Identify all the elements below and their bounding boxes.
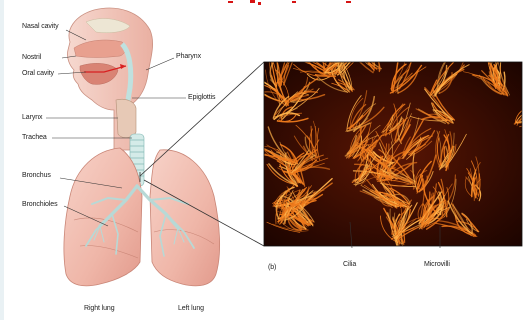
label-pharynx: Pharynx [176, 53, 201, 61]
left-lung [150, 150, 220, 286]
cilia-micrograph [250, 28, 526, 247]
head-cross-section [67, 8, 152, 150]
label-bronchus: Bronchus [22, 172, 51, 180]
label-left-lung: Left lung [178, 305, 204, 313]
right-lung [64, 148, 142, 286]
cropped-heading-fragment [228, 0, 356, 6]
label-microvilli: Microvilli [424, 261, 450, 269]
label-right-lung: Right lung [84, 305, 115, 313]
label-nostril: Nostril [22, 54, 41, 62]
label-epiglottis: Epiglottis [188, 94, 215, 102]
label-larynx: Larynx [22, 114, 42, 122]
label-nasal-cavity: Nasal cavity [22, 23, 59, 31]
label-oral-cavity: Oral cavity [22, 70, 54, 78]
panel-letter: (b) [268, 264, 276, 272]
label-cilia: Cilia [343, 261, 356, 269]
label-trachea: Trachea [22, 134, 47, 142]
label-bronchioles: Bronchioles [22, 201, 57, 209]
